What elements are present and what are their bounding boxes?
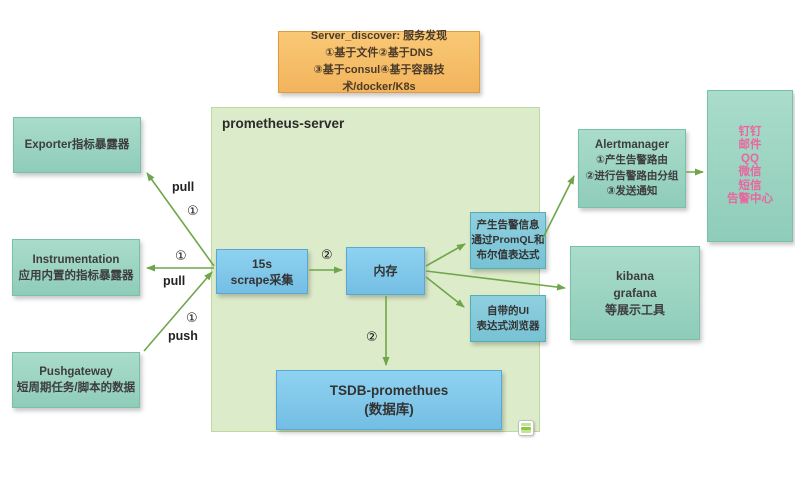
- pushgateway-sublabel: 短周期任务/脚本的数据: [16, 382, 136, 394]
- prometheus-server-title: prometheus-server: [222, 116, 345, 131]
- expression-ui-line: 表达式浏览器: [476, 319, 540, 332]
- push-label-pushgateway: push: [168, 329, 198, 343]
- pushgateway-box: Pushgateway 短周期任务/脚本的数据: [12, 352, 140, 408]
- step-number: ①: [187, 203, 199, 218]
- arrow-alert-rule-to-alertmanager: [542, 175, 575, 239]
- tsdb-label: TSDB-promethues: [329, 383, 449, 398]
- notify-channel: 告警中心: [727, 193, 773, 205]
- notify-channel: 短信: [738, 179, 762, 192]
- step-number: ②: [321, 247, 333, 262]
- tsdb-box: TSDB-promethues (数据库): [276, 370, 502, 430]
- pull-label-instrumentation: pull: [163, 274, 186, 288]
- instrumentation-box: Instrumentation 应用内置的指标暴露器: [12, 239, 140, 296]
- step-number: ②: [366, 329, 378, 344]
- tsdb-sublabel: (数据库): [364, 402, 414, 417]
- display-tools-line: 等展示工具: [604, 302, 665, 317]
- notify-channel: 邮件: [738, 139, 762, 151]
- display-tools-line: kibana: [615, 268, 654, 283]
- service-discovery-line: ③基于consul④基于容器技术/docker/K8s: [313, 64, 445, 93]
- service-discovery-line: ①基于文件②基于DNS: [325, 47, 433, 59]
- alertmanager-title: Alertmanager: [594, 138, 670, 151]
- alert-rule-line: 产生告警信息: [476, 219, 540, 231]
- pull-label-exporter: pull: [172, 180, 195, 194]
- display-tools-line: grafana: [613, 285, 657, 300]
- exporter-box: Exporter指标暴露器: [13, 117, 141, 173]
- exporter-label: Exporter指标暴露器: [24, 139, 130, 151]
- expression-ui-box: 自带的UI 表达式浏览器: [470, 295, 546, 342]
- memory-label: 内存: [373, 264, 398, 278]
- notify-channel: 钉钉: [738, 125, 762, 138]
- alert-rule-line: 布尔值表达式: [476, 249, 540, 261]
- notification-channels-box: 钉钉 邮件 QQ 微信 短信 告警中心: [707, 90, 793, 242]
- alert-rule-box: 产生告警信息 通过PromQL和 布尔值表达式: [470, 212, 546, 269]
- alertmanager-line: ①产生告警路由: [596, 154, 668, 166]
- memory-box: 内存: [346, 247, 425, 295]
- notify-channel: 微信: [738, 166, 762, 178]
- service-discovery-line: Server_discover: 服务发现: [310, 30, 448, 42]
- grid-icon: [518, 420, 534, 436]
- alertmanager-box: Alertmanager ①产生告警路由 ②进行告警路由分组 ③发送通知: [578, 129, 686, 208]
- scrape-box: 15s scrape采集: [216, 249, 308, 294]
- notify-channel: QQ: [741, 152, 759, 165]
- expression-ui-line: 自带的UI: [487, 304, 529, 317]
- step-number: ①: [186, 310, 198, 325]
- alertmanager-line: ③发送通知: [606, 185, 658, 197]
- pushgateway-label: Pushgateway: [39, 366, 113, 378]
- instrumentation-label: Instrumentation: [32, 253, 120, 266]
- scrape-interval: 15s: [251, 256, 273, 271]
- display-tools-box: kibana grafana 等展示工具: [570, 246, 700, 340]
- service-discovery-box: Server_discover: 服务发现 ①基于文件②基于DNS ③基于con…: [278, 30, 480, 93]
- alertmanager-line: ②进行告警路由分组: [585, 169, 679, 182]
- scrape-label: scrape采集: [230, 272, 294, 287]
- instrumentation-sublabel: 应用内置的指标暴露器: [18, 269, 134, 282]
- step-number: ①: [175, 248, 187, 263]
- alert-rule-line: 通过PromQL和: [471, 234, 545, 246]
